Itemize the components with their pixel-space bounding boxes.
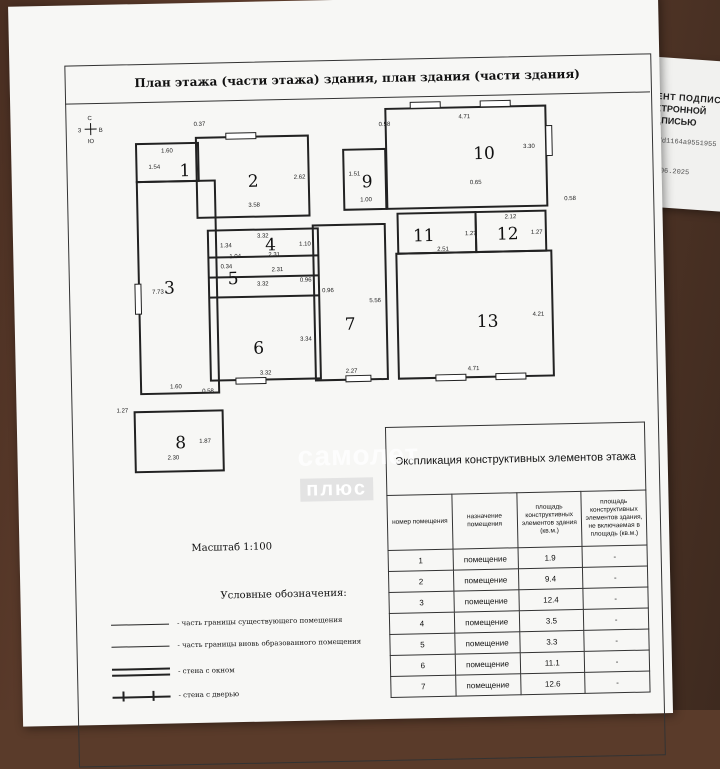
table-title: Экспликация конструктивных элементов эта… xyxy=(385,422,646,495)
back-sheet-line: ДПИСЬЮ xyxy=(655,115,697,128)
dim-label: 0.65 xyxy=(470,180,482,186)
dim-label: 1.04 xyxy=(229,254,241,260)
dim-label: 0.96 xyxy=(300,277,312,283)
dim-label: 3.32 xyxy=(257,281,269,287)
dim-label: 3.34 xyxy=(300,337,312,343)
back-sheet-line: КТРОННОЙ xyxy=(655,103,706,117)
room-number-12: 12 xyxy=(497,224,519,244)
dim-label: 4.71 xyxy=(468,366,480,372)
room-number-7: 7 xyxy=(345,315,356,335)
dim-label: 3.30 xyxy=(523,144,535,150)
dim-label: 0.96 xyxy=(322,288,334,294)
col-header-excluded: площадь конструктивных элементов здания,… xyxy=(581,490,647,546)
dim-label: 1.27 xyxy=(465,231,477,237)
dim-label: 1.54 xyxy=(148,165,160,171)
dim-label: 0.58 xyxy=(379,122,391,128)
room-number-8: 8 xyxy=(175,433,186,453)
room-number-3: 3 xyxy=(164,278,175,298)
new-boundary-line xyxy=(111,641,169,652)
dim-label: 1.27 xyxy=(117,408,129,414)
dim-label: 3.58 xyxy=(248,203,260,209)
compass-west: З xyxy=(78,128,82,134)
dim-label: 1.10 xyxy=(299,242,311,248)
floor-plan-sheet: План этажа (части этажа) здания, план зд… xyxy=(8,0,673,727)
watermark-logo-sub: плюс xyxy=(300,477,373,502)
scale-label: Масштаб 1:100 xyxy=(191,541,272,554)
dim-label: 0.58 xyxy=(202,389,214,395)
room-number-6: 6 xyxy=(253,339,264,359)
back-sheet-hash: b7d1164a9551955 xyxy=(653,137,716,149)
dim-label: 2.12 xyxy=(505,214,517,220)
dim-label: 1.34 xyxy=(220,243,232,249)
legend-text: - часть границы вновь образованного поме… xyxy=(177,638,361,650)
dim-label: 1.87 xyxy=(199,439,211,445)
dim-label: 2.30 xyxy=(168,455,180,461)
door-wall-symbol xyxy=(112,691,170,702)
dim-label: 1.60 xyxy=(170,384,182,390)
room-number-11: 11 xyxy=(413,226,435,246)
dim-label: 7.73 xyxy=(152,290,164,296)
room-number-9: 9 xyxy=(362,172,373,192)
dim-label: 1.51 xyxy=(349,171,361,177)
room-number-1: 1 xyxy=(179,161,190,181)
dim-label: 2.31 xyxy=(268,252,280,258)
compass-east: В xyxy=(99,128,103,134)
compass-south: Ю xyxy=(88,139,94,145)
watermark-logo: самолет xyxy=(297,438,419,473)
dim-label: 3.32 xyxy=(257,233,269,239)
explication-table: Экспликация конструктивных элементов эта… xyxy=(385,422,651,698)
legend-text: - стена с окном xyxy=(178,666,235,675)
dim-label: 3.32 xyxy=(260,370,272,376)
dim-label: 2.31 xyxy=(272,267,284,273)
col-header-purpose: назначение помещения xyxy=(452,493,518,549)
legend-text: - часть границы существующего помещения xyxy=(177,616,343,627)
dim-label: 0.37 xyxy=(194,122,206,128)
col-header-room: номер помещения xyxy=(387,494,453,550)
room-number-2: 2 xyxy=(248,172,259,192)
legend-text: - стена с дверью xyxy=(178,690,239,699)
dim-label: 1.00 xyxy=(360,197,372,203)
compass-icon: С Ю З В xyxy=(77,116,103,146)
dim-label: 0.34 xyxy=(221,264,233,270)
dim-label: 4.71 xyxy=(458,114,470,120)
room-number-13: 13 xyxy=(477,312,499,332)
dim-label: 2.51 xyxy=(437,247,449,253)
dim-label: 5.56 xyxy=(369,298,381,304)
col-header-area: площадь конструктивных элементов здания … xyxy=(516,491,582,547)
dim-label: 1.60 xyxy=(161,148,173,154)
existing-boundary-line xyxy=(111,619,169,630)
dim-label: 4.21 xyxy=(533,312,545,318)
dim-label: 2.62 xyxy=(294,175,306,181)
dim-label: 0.58 xyxy=(564,196,576,202)
room-number-10: 10 xyxy=(473,144,495,164)
dim-label: 2.27 xyxy=(346,369,358,375)
room-number-5: 5 xyxy=(228,269,239,289)
dim-label: 1.27 xyxy=(531,230,543,236)
window-wall-symbol xyxy=(112,667,170,678)
compass-north: С xyxy=(87,116,92,122)
